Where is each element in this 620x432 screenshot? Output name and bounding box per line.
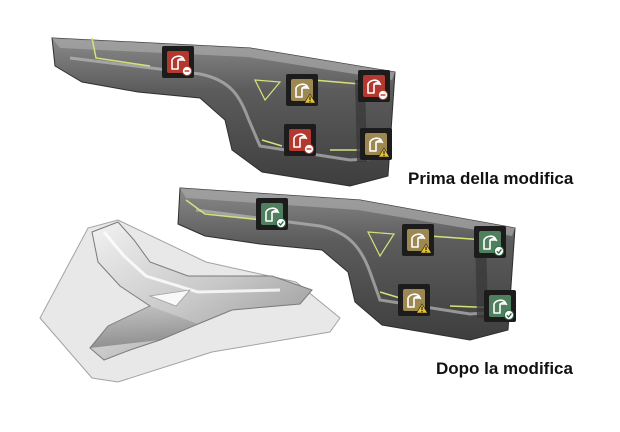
fold-sheet-icon xyxy=(171,55,186,70)
marker-after-1 xyxy=(256,198,288,230)
fold-sheet-icon xyxy=(411,233,426,248)
formed-part-arm-highlight xyxy=(102,231,281,294)
fold-sheet-icon xyxy=(295,83,310,98)
marker-before-3 xyxy=(358,70,390,102)
warning-triangle-icon xyxy=(377,147,391,158)
part-before xyxy=(51,37,396,187)
fold-sheet-icon xyxy=(493,299,508,314)
marker-after-4 xyxy=(398,284,430,316)
part-before-trim-line xyxy=(91,37,380,151)
formed-part xyxy=(39,219,341,383)
check-circle-icon xyxy=(503,309,515,321)
part-before-ridge xyxy=(69,56,379,162)
markers-after xyxy=(256,198,516,322)
check-circle-icon xyxy=(275,217,287,229)
caption-after: Dopo la modifica xyxy=(436,359,573,378)
markers-before xyxy=(162,46,392,160)
minus-circle-icon xyxy=(181,65,193,77)
marker-after-2 xyxy=(402,224,434,256)
part-before-flange xyxy=(52,38,395,80)
fold-sheet-icon xyxy=(407,293,422,308)
part-before-body xyxy=(51,37,396,187)
formed-part-ridge xyxy=(148,289,192,307)
caption-before: Prima della modifica xyxy=(408,169,574,188)
marker-after-5 xyxy=(484,290,516,322)
fold-sheet-icon xyxy=(367,79,382,94)
marker-before-2 xyxy=(286,74,318,106)
part-after-ridge xyxy=(195,208,501,316)
warning-triangle-icon xyxy=(303,93,317,104)
part-before-pocket xyxy=(253,79,282,102)
marker-before-1 xyxy=(162,46,194,78)
fold-sheet-icon xyxy=(369,137,384,152)
fold-sheet-icon xyxy=(483,235,498,250)
warning-triangle-icon xyxy=(415,303,429,314)
marker-before-4 xyxy=(284,124,316,156)
minus-circle-icon xyxy=(377,89,389,101)
marker-after-3 xyxy=(474,226,506,258)
fold-sheet-icon xyxy=(293,133,308,148)
minus-circle-icon xyxy=(303,143,315,155)
fold-sheet-icon xyxy=(265,207,280,222)
check-circle-icon xyxy=(493,245,505,257)
marker-before-5 xyxy=(360,128,392,160)
formed-part-rim xyxy=(90,306,198,348)
warning-triangle-icon xyxy=(419,243,433,254)
part-after-pocket xyxy=(366,231,396,258)
part-after-trim-line xyxy=(185,199,501,309)
